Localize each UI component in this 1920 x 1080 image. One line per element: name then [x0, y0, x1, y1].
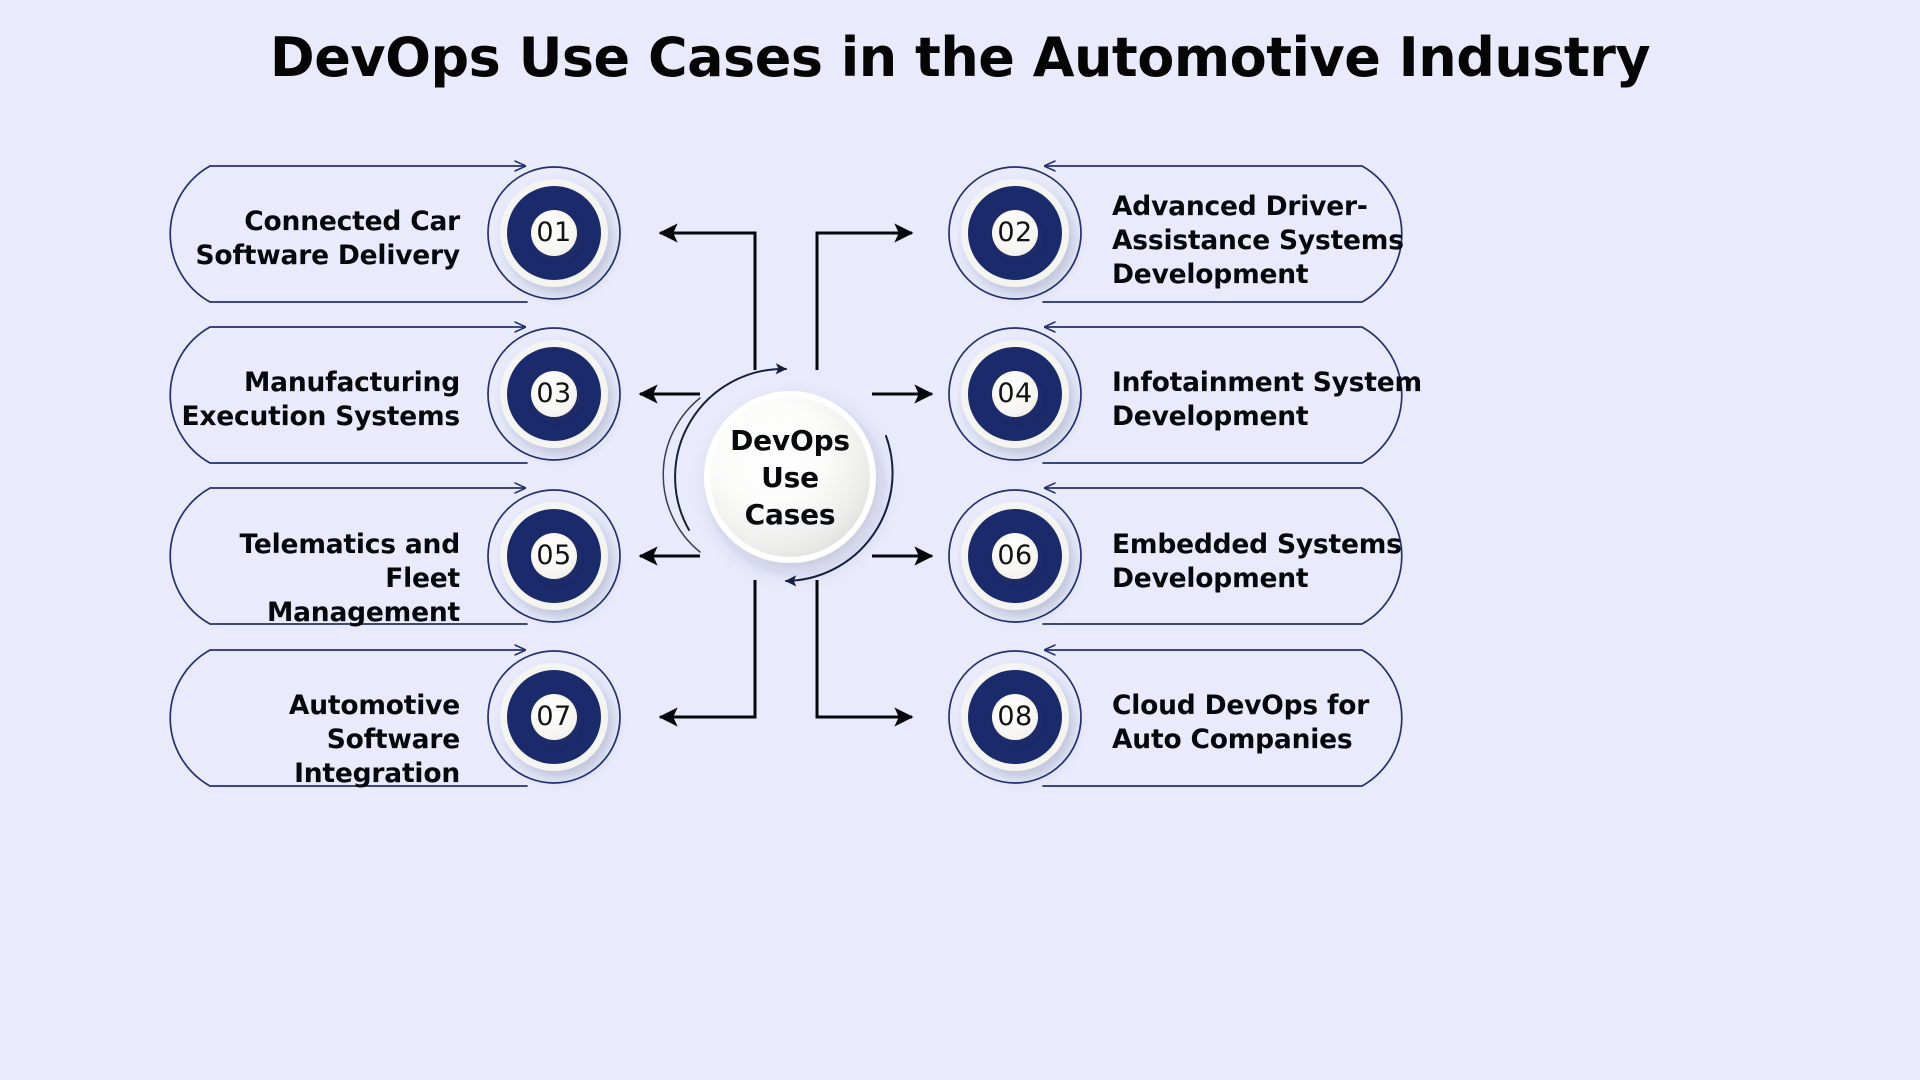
badge-ring-outline-08	[948, 650, 1082, 784]
card-label-06-line2: Development	[1112, 562, 1309, 594]
connector-to-08	[815, 580, 914, 727]
page-title: DevOps Use Cases in the Automotive Indus…	[269, 26, 1651, 89]
badge-ring-outline-06	[948, 489, 1082, 623]
badge-number-01: 01	[536, 217, 572, 248]
card-label-07-line1: Automotive Software	[288, 690, 460, 755]
card-label-05: Telematics and Fleet Management	[160, 528, 461, 630]
badge-ring-outline-03	[487, 327, 621, 461]
badge-number-05: 05	[536, 540, 572, 571]
center-label-line2: Use	[761, 461, 819, 495]
badge-number-07: 07	[536, 701, 572, 732]
pill-outline-08	[1042, 650, 1403, 787]
card-label-08-line1: Cloud DevOps for	[1112, 690, 1370, 721]
card-label-02-line3: Development	[1112, 258, 1309, 290]
badge-ring-outline-04	[948, 327, 1082, 461]
card-label-06: Embedded Systems Development	[1112, 528, 1442, 596]
card-label-06-line1: Embedded Systems	[1112, 529, 1402, 560]
badge-ring-outline-01	[487, 166, 621, 300]
badge-08[interactable]	[961, 663, 1069, 771]
card-label-02-line1: Advanced Driver-	[1112, 191, 1368, 222]
card-label-08-line2: Auto Companies	[1112, 723, 1353, 755]
badge-ring-outline-05	[487, 489, 621, 623]
card-label-02: Advanced Driver- Assistance Systems Deve…	[1112, 190, 1442, 292]
center-label-line1: DevOps	[730, 424, 850, 457]
card-label-03-line2: Execution Systems	[181, 400, 460, 432]
badge-number-08: 08	[997, 701, 1033, 732]
badge-07[interactable]	[500, 663, 608, 771]
card-label-03: Manufacturing Execution Systems	[160, 366, 460, 434]
center-label: DevOps Use Cases	[680, 422, 900, 534]
badge-01[interactable]	[500, 179, 608, 287]
card-label-01-line1: Connected Car	[244, 206, 460, 237]
badge-number-03: 03	[536, 378, 572, 409]
badge-03[interactable]	[500, 340, 608, 448]
badge-ring-outline-02	[948, 166, 1082, 300]
card-label-07-line2: Integration	[294, 757, 460, 789]
center-label-line3: Cases	[744, 498, 836, 532]
badge-number-06: 06	[997, 540, 1033, 571]
badge-05[interactable]	[500, 502, 608, 610]
card-label-08: Cloud DevOps for Auto Companies	[1112, 689, 1442, 757]
pill-outline-07	[169, 650, 528, 787]
card-label-01-line2: Software Delivery	[195, 239, 461, 271]
pill-outline-04	[1042, 327, 1403, 464]
badge-02[interactable]	[961, 179, 1069, 287]
connector-to-01	[658, 223, 757, 370]
badge-number-02: 02	[997, 217, 1033, 248]
badge-ring-outline-07	[487, 650, 621, 784]
badge-04[interactable]	[961, 340, 1069, 448]
pill-outline-05	[169, 488, 528, 625]
connector-to-07	[658, 580, 757, 727]
pill-outline-03	[169, 327, 528, 464]
card-label-05-line1: Telematics and Fleet	[239, 529, 461, 594]
pill-outline-06	[1042, 488, 1403, 625]
card-label-04-line2: Development	[1112, 400, 1309, 432]
card-label-04: Infotainment System Development	[1112, 366, 1442, 434]
pill-outline-02	[1042, 166, 1403, 303]
card-label-01: Connected Car Software Delivery	[160, 205, 461, 273]
card-label-03-line1: Manufacturing	[243, 367, 460, 398]
card-label-02-line2: Assistance Systems	[1112, 224, 1404, 256]
connector-to-02	[815, 223, 914, 370]
card-label-07: Automotive Software Integration	[160, 689, 460, 791]
card-label-04-line1: Infotainment System	[1112, 367, 1422, 398]
center-node[interactable]	[704, 391, 876, 563]
card-label-05-line2: Management	[266, 596, 460, 628]
pill-outline-01	[169, 166, 528, 303]
badge-06[interactable]	[961, 502, 1069, 610]
badge-number-04: 04	[997, 378, 1033, 409]
center-flow-arrows-icon	[662, 363, 894, 587]
